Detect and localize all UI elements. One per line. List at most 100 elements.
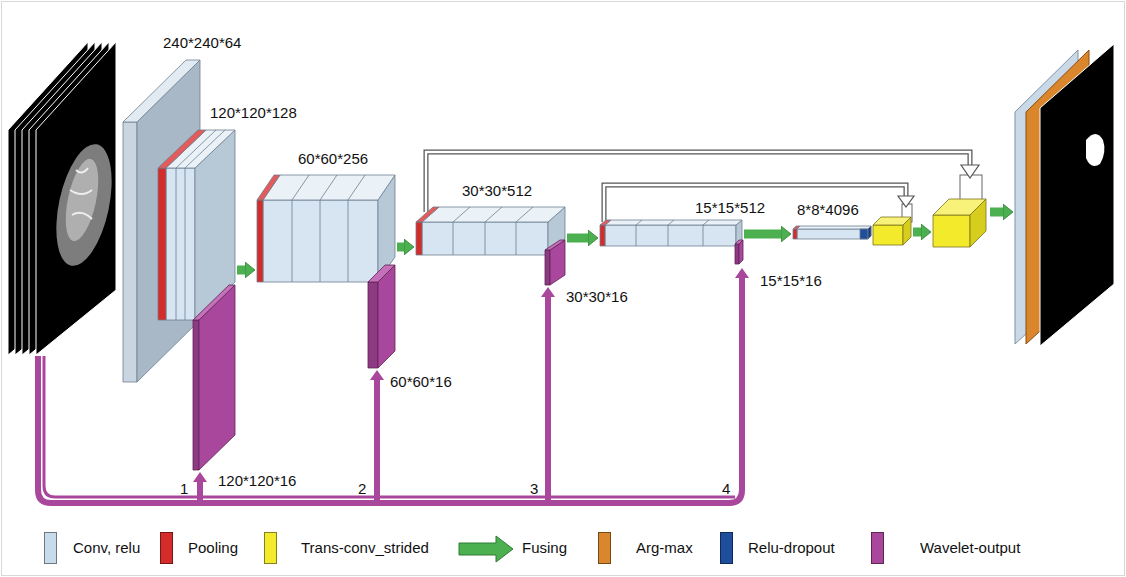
- trans-conv-block: [903, 217, 911, 245]
- legend-text: Pooling: [188, 539, 238, 557]
- block-face: [257, 175, 280, 200]
- block-face: [545, 250, 550, 285]
- block-face: [123, 122, 137, 382]
- conv-block: 15*15*512: [600, 220, 742, 246]
- trans-conv-block: [873, 225, 903, 245]
- block-face: [600, 225, 605, 246]
- block-face: [263, 175, 395, 200]
- block-face: [735, 244, 739, 264]
- legend-text: Relu-dropout: [748, 539, 835, 557]
- block-face: [368, 282, 378, 368]
- block-divider: [320, 175, 337, 282]
- dimension-label: 60*60*256: [298, 150, 368, 168]
- callout-number: 1: [180, 480, 188, 498]
- dense-block: 8*8*4096: [793, 226, 871, 239]
- block-face: [416, 222, 422, 255]
- block-face: [735, 240, 743, 244]
- trans-conv-block: [873, 199, 986, 247]
- dimension-label: 120*120*128: [210, 104, 297, 122]
- dimension-label: 120*120*16: [218, 472, 296, 490]
- output-stack: [1086, 134, 1104, 166]
- block-divider: [485, 207, 502, 255]
- block-face: [193, 285, 235, 320]
- skip-connection: [604, 185, 906, 222]
- block-face: [257, 200, 263, 282]
- legend-swatch: [44, 532, 57, 564]
- wavelet-output: 30*30*16: [545, 240, 565, 285]
- skip-connection: [961, 165, 979, 178]
- wavelet-output: 120*120*16: [193, 285, 235, 470]
- callout-number: 2: [358, 480, 366, 498]
- fusing-arrow: [744, 230, 781, 239]
- wavelet-output-shape: [545, 240, 566, 286]
- conv-block-shape: [600, 220, 743, 247]
- dimension-label: 240*240*64: [163, 34, 241, 52]
- callout-number: 3: [530, 480, 538, 498]
- conv-block: 60*60*256: [257, 175, 395, 282]
- input-mri-stack: [8, 42, 121, 355]
- dimension-label: 15*15*512: [695, 199, 765, 217]
- skip-connection: [898, 196, 914, 207]
- block-face: [193, 320, 199, 470]
- wavelet-path: [545, 297, 551, 503]
- wavelet-output: 15*15*16: [735, 240, 743, 264]
- block-divider: [453, 207, 470, 255]
- legend-text: Conv, relu: [73, 539, 140, 557]
- callout-number: 4: [722, 480, 730, 498]
- fusing-arrow: [237, 266, 245, 275]
- output-stack: [1040, 44, 1114, 346]
- legend-text: Arg-max: [636, 539, 693, 557]
- conv-block: 30*30*512: [416, 207, 565, 255]
- block-face: [158, 168, 166, 320]
- input-mri-stack: [47, 139, 122, 271]
- block-face: [416, 207, 439, 222]
- block-divider: [636, 220, 642, 246]
- fusing-arrow: [913, 228, 921, 237]
- block-face: [368, 265, 395, 282]
- block-face: [868, 226, 871, 239]
- block-face: [378, 265, 395, 368]
- input-mri-stack: [70, 168, 92, 219]
- block-divider: [292, 175, 309, 282]
- legend-arrow-shape: [459, 536, 513, 562]
- dimension-label: 60*60*16: [390, 373, 452, 391]
- block-face: [605, 225, 736, 246]
- block-face: [600, 220, 611, 225]
- dimension-label: 30*30*512: [462, 182, 532, 200]
- legend-arrow: [458, 535, 514, 563]
- legend-swatch: [720, 532, 733, 564]
- block-divider: [348, 175, 365, 282]
- block-face: [860, 229, 868, 239]
- block-divider: [185, 130, 225, 320]
- legend-swatch: [871, 532, 884, 564]
- legend-swatch: [264, 532, 277, 564]
- skip-connection: [604, 185, 906, 222]
- wavelet-output-shape: [368, 265, 396, 369]
- block-divider: [668, 220, 674, 246]
- wavelet-output: 60*60*16: [368, 265, 395, 368]
- legend-text: Fusing: [522, 539, 567, 557]
- block-face: [123, 60, 200, 122]
- wavelet-output-shape: [193, 285, 236, 471]
- dense-block-shape: [793, 226, 872, 240]
- fusing-arrow: [567, 234, 588, 243]
- trans-conv-block: [933, 215, 970, 247]
- output-stack: [1015, 44, 1114, 346]
- conv-block-shape: [416, 207, 566, 256]
- input-mri-stack: [60, 156, 105, 244]
- legend-text: Trans-conv_strided: [301, 539, 429, 557]
- block-face: [793, 226, 800, 229]
- block-divider: [516, 207, 533, 255]
- fusing-arrow: [913, 212, 1003, 232]
- wavelet-path: [44, 356, 735, 497]
- block-divider: [703, 220, 709, 246]
- conv-block-shape: [257, 175, 396, 283]
- legend-swatch: [598, 532, 611, 564]
- block-divider: [176, 130, 216, 320]
- wavelet-path: [197, 482, 203, 503]
- block-face: [263, 200, 378, 282]
- legend-text: Wavelet-output: [920, 539, 1020, 557]
- block-face: [166, 168, 195, 320]
- dimension-label: 15*15*16: [760, 272, 822, 290]
